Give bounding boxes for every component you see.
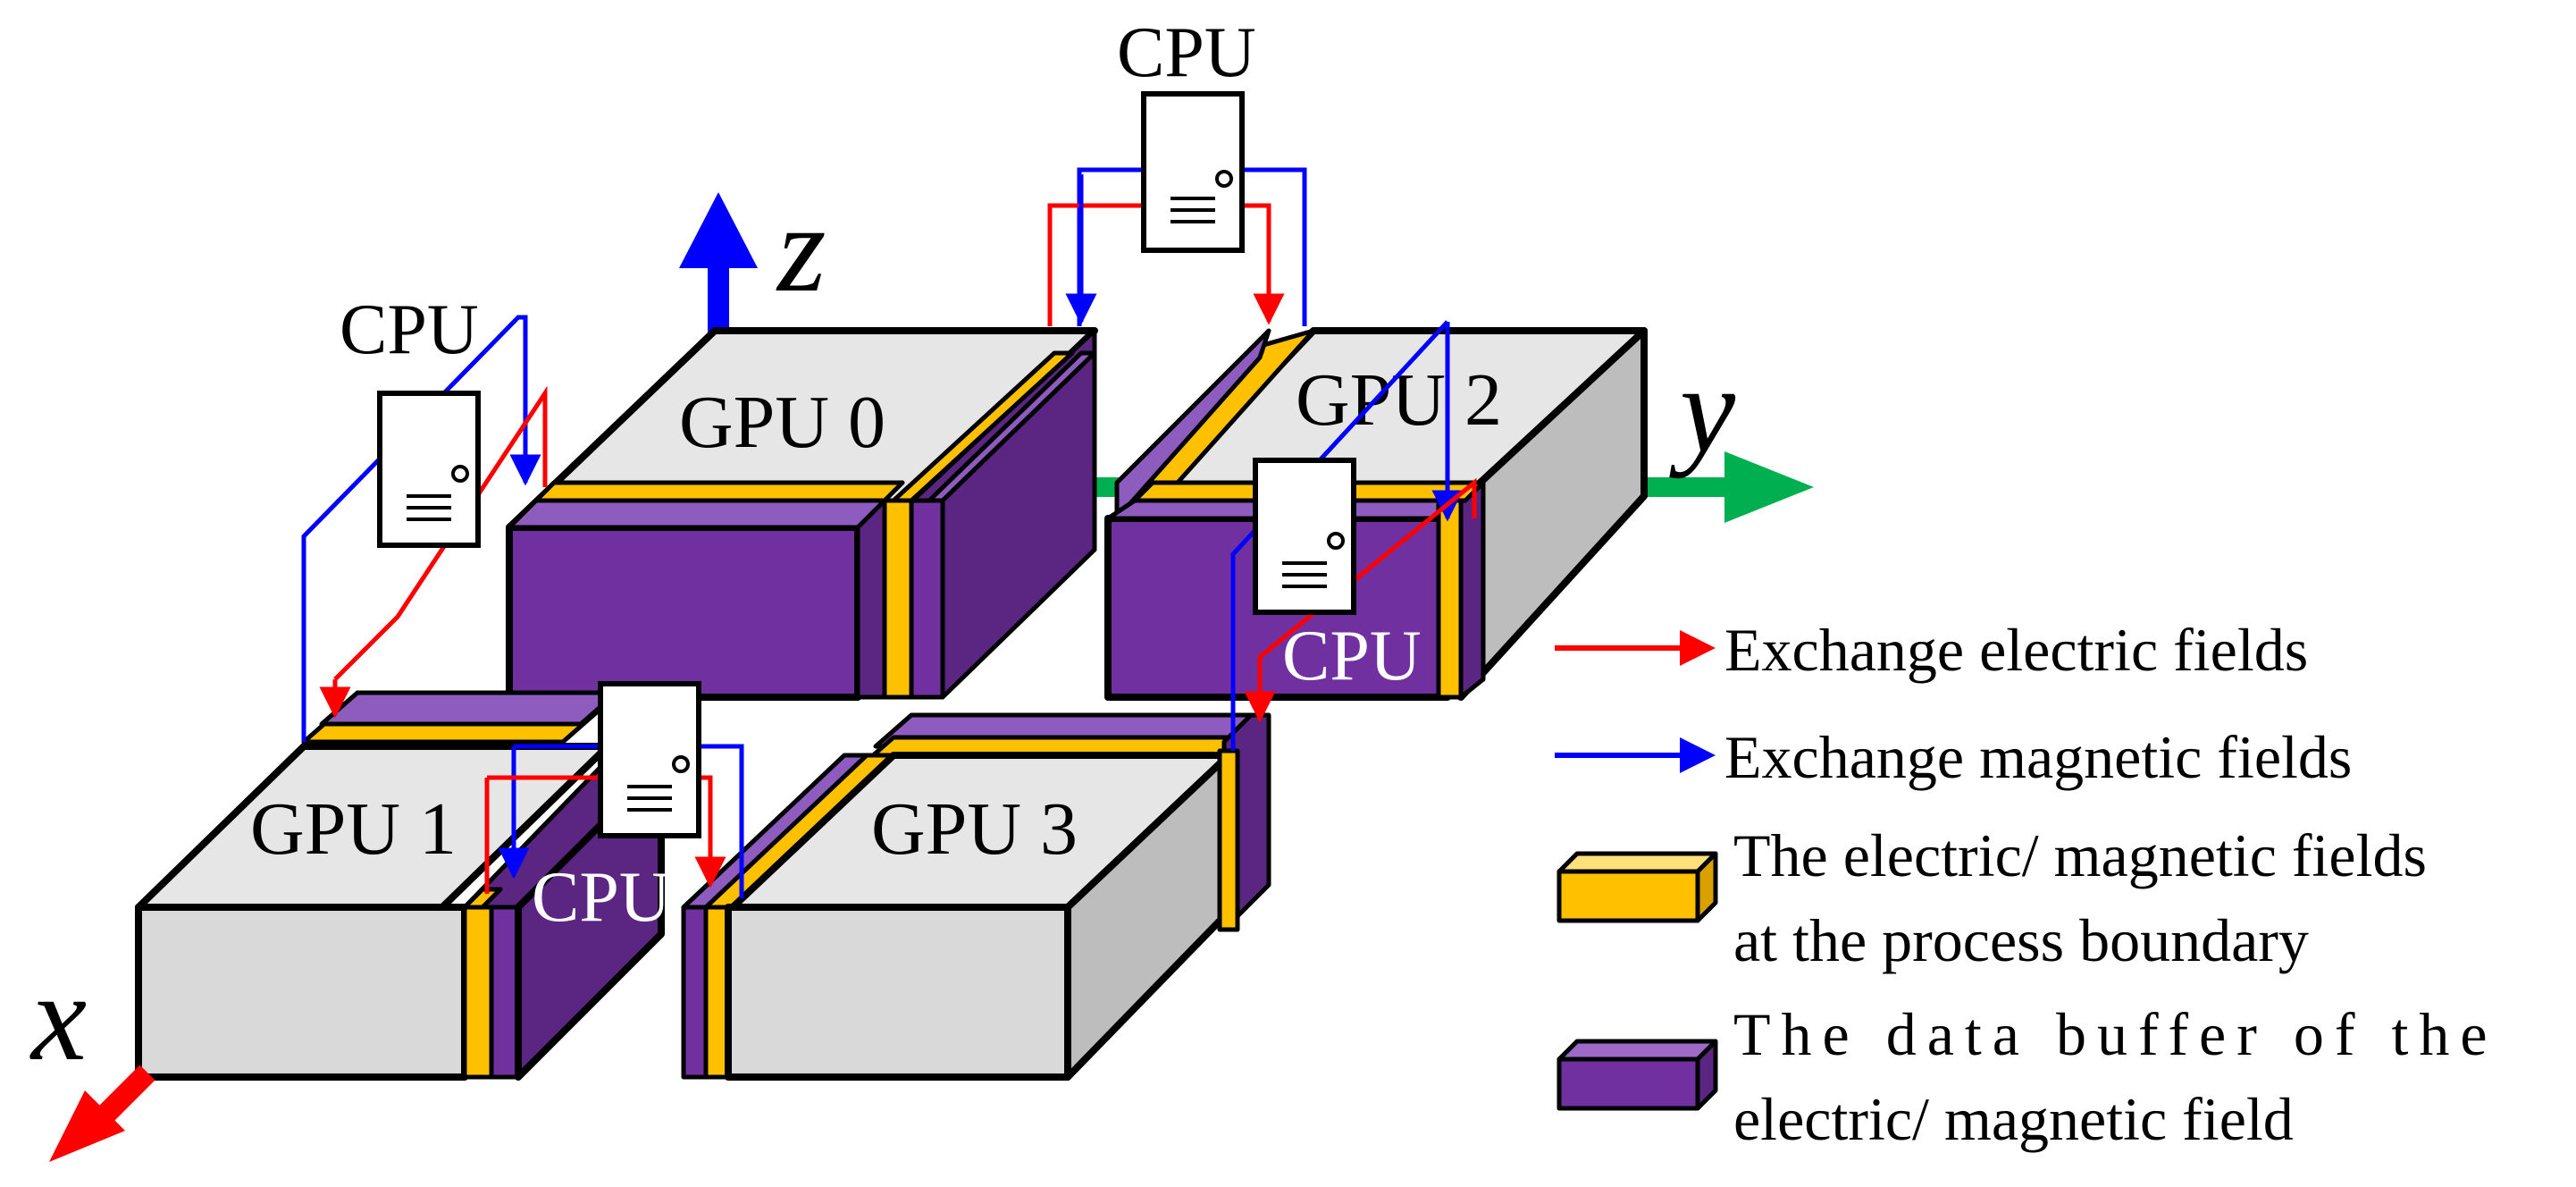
legend-buffer: The data buffer of the electric/ magneti… — [1557, 1000, 2498, 1153]
legend-buffer-line1: The data buffer of the — [1733, 1000, 2498, 1068]
gpu-3-label: GPU 3 — [871, 787, 1078, 871]
gpu-0-block: GPU 0 — [506, 327, 1098, 701]
legend-boundary-line1: The electric/ magnetic fields — [1733, 821, 2427, 889]
cpu-top-group: CPU — [1047, 13, 1307, 326]
cpu-top-label: CPU — [1117, 13, 1256, 92]
z-axis-label: z — [776, 180, 826, 318]
y-axis-label: y — [1669, 341, 1736, 479]
gpu-1-block: GPU 1 — [135, 690, 665, 1081]
cpu-left-group: CPU — [301, 290, 548, 742]
x-axis-label: x — [29, 948, 87, 1087]
cpu-top-icon — [1141, 91, 1245, 253]
legend-magnetic-text: Exchange magnetic fields — [1724, 723, 2352, 791]
cpu-right-icon — [1253, 458, 1356, 615]
cpu-right-label: CPU — [1282, 617, 1422, 695]
gpu-1-label: GPU 1 — [250, 787, 457, 871]
x-axis: x — [29, 948, 155, 1162]
cpu-bottom-group: CPU — [484, 681, 744, 937]
legend-electric: Exchange electric fields — [1555, 616, 2308, 684]
gpu-3-block: GPU 3 — [681, 712, 1271, 1081]
legend: Exchange electric fields Exchange magnet… — [1555, 616, 2498, 1153]
z-axis: z — [679, 180, 826, 353]
legend-magnetic: Exchange magnetic fields — [1555, 723, 2352, 791]
cpu-left-label: CPU — [340, 290, 479, 369]
legend-boundary-line2: at the process boundary — [1733, 906, 2309, 974]
cpu-bottom-icon — [598, 681, 701, 838]
legend-electric-text: Exchange electric fields — [1724, 616, 2308, 684]
legend-buffer-line2: electric/ magnetic field — [1733, 1085, 2294, 1153]
gpu-2-label: GPU 2 — [1296, 358, 1502, 442]
cpu-left-icon — [377, 391, 481, 548]
cpu-bottom-label: CPU — [532, 858, 671, 937]
gpu-0-label: GPU 0 — [679, 381, 885, 464]
cpu-right-group: CPU — [1230, 320, 1477, 751]
legend-boundary: The electric/ magnetic fields at the pro… — [1557, 821, 2427, 974]
